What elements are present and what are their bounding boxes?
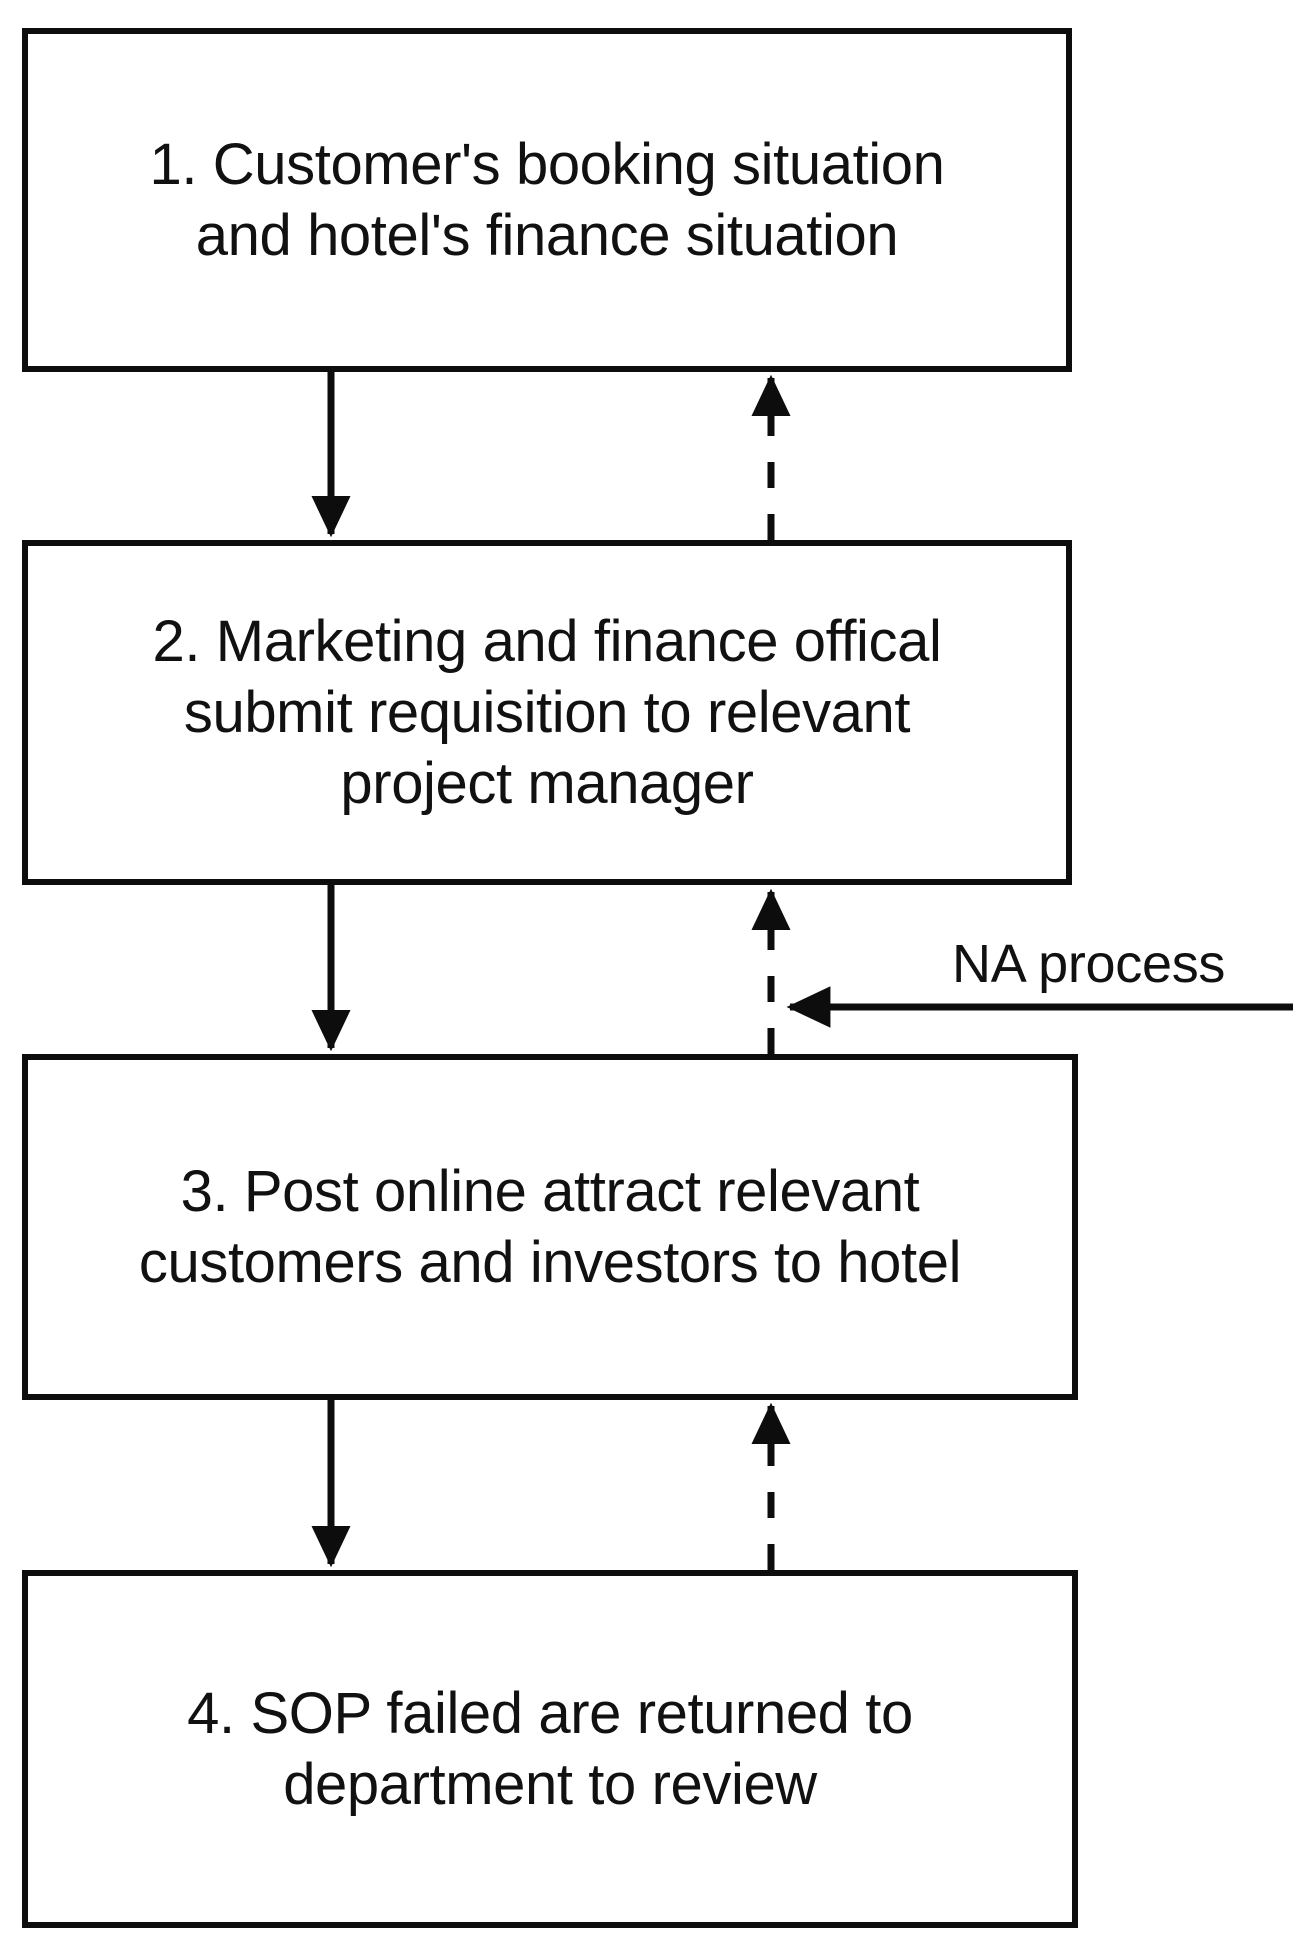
flow-node-step-1[interactable]: 1. Customer's booking situation and hote…: [22, 28, 1072, 372]
flow-node-step-4[interactable]: 4. SOP failed are returned to department…: [22, 1570, 1078, 1928]
flow-node-step-1-label: 1. Customer's booking situation and hote…: [149, 131, 945, 268]
flow-node-step-3-label: 3. Post online attract relevant customer…: [138, 1158, 962, 1295]
flow-node-step-3[interactable]: 3. Post online attract relevant customer…: [22, 1054, 1078, 1400]
flow-node-step-4-label: 4. SOP failed are returned to department…: [187, 1680, 913, 1817]
flow-node-step-2-label: 2. Marketing and finance offical submit …: [152, 608, 942, 817]
flow-node-step-2[interactable]: 2. Marketing and finance offical submit …: [22, 540, 1072, 885]
na-process-edge-label: NA process: [952, 934, 1226, 994]
